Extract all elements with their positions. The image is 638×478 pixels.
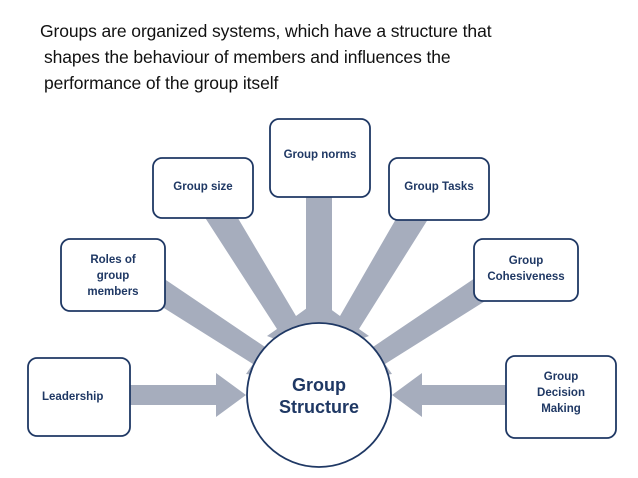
center-node-group-structure[interactable]: Group Structure (246, 322, 392, 468)
node-roles-of-group-members[interactable]: Roles of group members (60, 238, 166, 312)
heading-line-2: shapes the behaviour of members and infl… (44, 47, 451, 67)
group-structure-diagram: Group Structure Group size Group norms G… (0, 108, 638, 478)
node-group-norms-label: Group norms (284, 149, 357, 161)
node-decision-label-line-2: Decision (537, 387, 585, 399)
arrow-roles-to-center (148, 276, 288, 380)
node-group-decision-making[interactable]: Group Decision Making (505, 355, 617, 439)
arrow-cohesiveness-to-center (350, 276, 490, 380)
slide-heading: Groups are organized systems, which have… (40, 18, 610, 96)
node-group-norms[interactable]: Group norms (269, 118, 371, 198)
node-group-tasks[interactable]: Group Tasks (388, 157, 490, 221)
node-group-size[interactable]: Group size (152, 157, 254, 219)
center-label-line-1: Group (292, 375, 346, 395)
node-leadership[interactable]: Leadership (27, 357, 131, 437)
arrow-group-size-to-center (204, 198, 307, 350)
node-group-tasks-label: Group Tasks (404, 181, 473, 193)
node-cohesiveness-label-line-2: Cohesiveness (487, 271, 564, 283)
arrow-decision-making-to-center (392, 373, 512, 417)
node-roles-label-line-2: group (97, 270, 130, 282)
heading-line-3: performance of the group itself (44, 73, 279, 93)
node-roles-label-line-3: members (87, 286, 138, 298)
node-group-cohesiveness[interactable]: Group Cohesiveness (473, 238, 579, 302)
node-roles-label-line-1: Roles of (90, 254, 136, 266)
node-cohesiveness-label-line-1: Group (509, 255, 544, 267)
node-group-size-label: Group size (173, 181, 232, 193)
arrow-group-tasks-to-center (329, 198, 430, 350)
arrow-leadership-to-center (126, 373, 246, 417)
center-label-line-2: Structure (279, 397, 359, 417)
node-leadership-label: Leadership (42, 391, 103, 403)
heading-line-1: Groups are organized systems, which have… (40, 21, 492, 41)
node-decision-label-line-3: Making (541, 403, 581, 415)
node-decision-label-line-1: Group (544, 371, 579, 383)
